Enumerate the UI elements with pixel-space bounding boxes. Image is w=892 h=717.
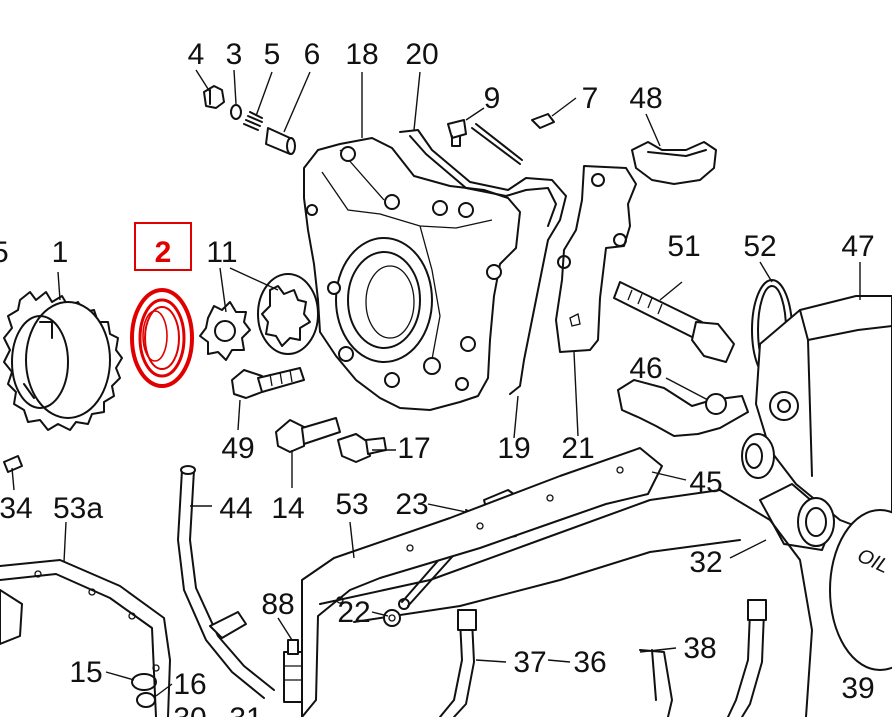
part-21-cover-plate[interactable] (555, 165, 637, 353)
part-53-oil-pan[interactable] (301, 447, 813, 717)
label-38[interactable]: 38 (683, 632, 716, 665)
part-37-pipe[interactable] (439, 609, 477, 717)
callout-labels: 2 5 1 11 4 3 5 6 18 20 9 7 48 51 52 47 4… (0, 38, 875, 717)
label-46[interactable]: 46 (629, 352, 662, 385)
part-45-fitting[interactable] (741, 433, 775, 479)
part-46-hose[interactable] (617, 379, 749, 437)
label-48[interactable]: 48 (629, 82, 662, 115)
label-36[interactable]: 36 (573, 646, 606, 679)
label-7[interactable]: 7 (582, 82, 599, 115)
label-19[interactable]: 19 (497, 432, 530, 465)
label-52[interactable]: 52 (743, 230, 776, 263)
label-39[interactable]: 39 (841, 672, 874, 705)
label-21[interactable]: 21 (561, 432, 594, 465)
part-51-bolt[interactable] (613, 281, 735, 363)
label-5[interactable]: 5 (264, 38, 281, 71)
part-17-screw[interactable] (337, 433, 387, 463)
label-15[interactable]: 15 (69, 656, 102, 689)
part-18-oil-pump-body[interactable] (303, 137, 521, 411)
label-9[interactable]: 9 (484, 82, 501, 115)
part-38-pipe[interactable] (727, 599, 767, 717)
label-31[interactable]: 31 (229, 702, 262, 717)
label-6[interactable]: 6 (304, 38, 321, 71)
label-32[interactable]: 32 (689, 546, 722, 579)
part-88-stud[interactable] (283, 639, 303, 703)
part-3-washer[interactable] (230, 104, 242, 120)
part-5-spring[interactable] (243, 111, 263, 131)
part-32-sleeve[interactable] (759, 483, 835, 551)
part-36-bracket[interactable] (639, 649, 673, 717)
part-4-screw[interactable] (203, 85, 225, 109)
part-34-screw[interactable] (3, 455, 23, 473)
part-53a-oil-pan-gasket[interactable] (0, 559, 171, 717)
label-34[interactable]: 34 (0, 492, 33, 525)
label-1[interactable]: 1 (52, 236, 69, 269)
label-16[interactable]: 16 (173, 668, 206, 701)
label-45[interactable]: 45 (689, 466, 722, 499)
part-9-screw[interactable] (447, 119, 523, 165)
part-49-bolt[interactable] (231, 367, 305, 399)
label-5-left[interactable]: 5 (0, 236, 9, 269)
part-15-washer[interactable] (131, 673, 157, 691)
part-14-bolt[interactable] (275, 417, 341, 453)
part-16-plug[interactable] (136, 692, 156, 708)
label-37[interactable]: 37 (513, 646, 546, 679)
label-53[interactable]: 53 (335, 488, 368, 521)
label-23[interactable]: 23 (395, 488, 428, 521)
label-47[interactable]: 47 (841, 230, 874, 263)
label-51[interactable]: 51 (667, 230, 700, 263)
label-18[interactable]: 18 (345, 38, 378, 71)
part-1-crank-gear[interactable] (3, 291, 123, 431)
label-30[interactable]: 30 (173, 702, 206, 717)
part-11-rotor-set[interactable] (199, 273, 319, 361)
label-44[interactable]: 44 (219, 492, 252, 525)
leader-lines (11, 69, 861, 697)
part-48-hose[interactable] (631, 141, 717, 185)
label-2[interactable]: 2 (155, 236, 172, 269)
label-20[interactable]: 20 (405, 38, 438, 71)
label-88[interactable]: 88 (261, 588, 294, 621)
label-22[interactable]: 22 (337, 596, 370, 629)
label-53a[interactable]: 53a (53, 492, 103, 525)
part-2-oil-seal[interactable] (130, 288, 194, 388)
label-49[interactable]: 49 (221, 432, 254, 465)
part-44-dipstick-tube[interactable] (177, 465, 275, 699)
part-19-20-gasket[interactable] (399, 129, 567, 395)
highlight-box-part-2 (134, 222, 192, 271)
part-7-pin[interactable] (531, 113, 555, 129)
label-14[interactable]: 14 (271, 492, 304, 525)
oil-filter[interactable]: OIL (829, 509, 892, 671)
label-17[interactable]: 17 (397, 432, 430, 465)
label-4[interactable]: 4 (188, 38, 205, 71)
part-6-plug[interactable] (265, 127, 296, 155)
part-22-washer[interactable] (383, 609, 401, 627)
label-3[interactable]: 3 (226, 38, 243, 71)
label-11[interactable]: 11 (206, 236, 237, 269)
